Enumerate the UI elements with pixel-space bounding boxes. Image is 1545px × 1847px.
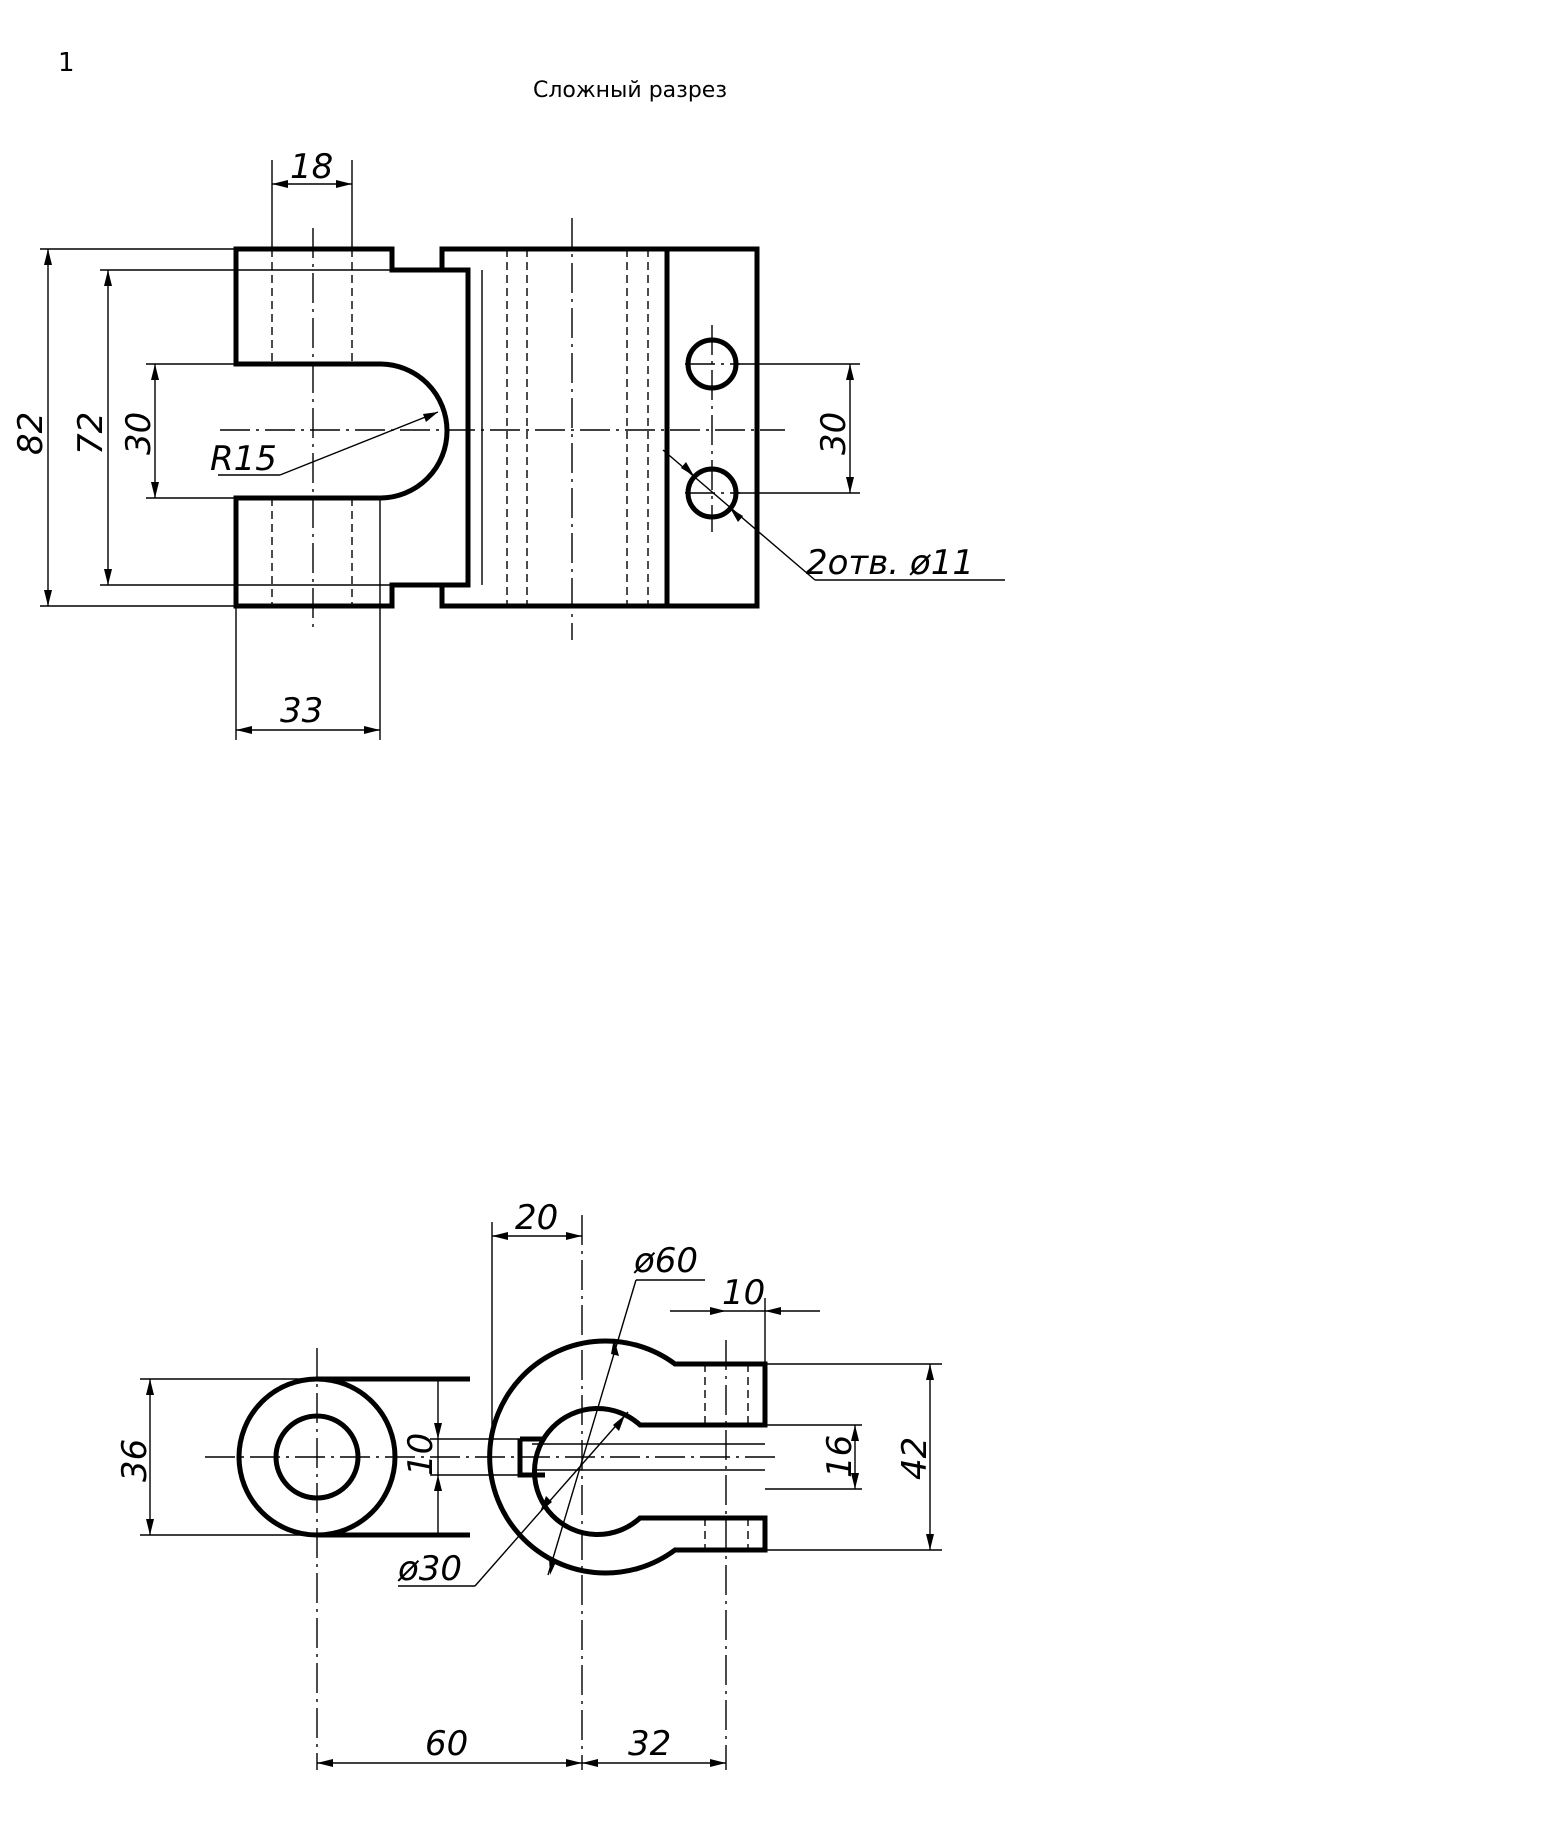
dim-30h-text: 30 — [814, 412, 854, 455]
page-title: Сложный разрез — [532, 78, 728, 103]
dim-10t-text: 10 — [722, 1273, 765, 1313]
page-number: 1 — [58, 48, 75, 78]
dim-82-text: 82 — [11, 412, 51, 455]
right-body-outline — [439, 246, 760, 609]
dim-72-text: 72 — [71, 412, 111, 455]
dim-10k-arrow-b — [434, 1475, 442, 1491]
dim-30d-text: ø30 — [397, 1549, 462, 1589]
dim-60d-line — [547, 1279, 637, 1576]
left-fork-outline — [233, 246, 471, 609]
dim-36-text: 36 — [115, 1439, 155, 1482]
dim-36-arrow-b — [146, 1519, 154, 1535]
dim-10t-arrow-l — [710, 1307, 726, 1315]
dim-18-text: 18 — [290, 147, 333, 187]
dim-60-text: 60 — [425, 1724, 468, 1764]
dim-33-arrow-r — [364, 726, 380, 734]
dim-30s-arrow-b — [151, 482, 159, 498]
dim-32-arrow-l — [582, 1759, 598, 1767]
dim-18-arrow-r — [336, 180, 352, 188]
dim-30d-arrow-2 — [613, 1415, 625, 1431]
dim-30s-arrow-t — [151, 364, 159, 380]
dim-72-arrow-b — [104, 569, 112, 585]
dim-82-arrow-b — [44, 590, 52, 606]
dim-82-arrow-t — [44, 249, 52, 265]
dim-33-text: 33 — [280, 691, 323, 731]
dim-60-arrow-r — [566, 1759, 582, 1767]
dim-42-arrow-t — [926, 1364, 934, 1380]
dim-16-arrow-b — [851, 1473, 859, 1489]
dim-72-arrow-t — [104, 270, 112, 286]
r15-arrow — [423, 412, 438, 422]
dim-33-arrow-l — [236, 726, 252, 734]
dim-30h-arrow-b — [846, 477, 854, 493]
dim-10k-arrow-t — [434, 1423, 442, 1439]
dim-20-text: 20 — [515, 1198, 558, 1238]
dim-30s-text: 30 — [119, 412, 159, 455]
dim-60d-text: ø60 — [633, 1241, 698, 1281]
dim-20-arrow-l — [492, 1232, 508, 1240]
top-view: 18 82 72 30 R15 30 — [11, 147, 1005, 740]
dim-10k-text: 10 — [401, 1433, 441, 1476]
dim-16-arrow-t — [851, 1425, 859, 1441]
dim-42-arrow-b — [926, 1534, 934, 1550]
dim-30d-line — [474, 1411, 629, 1587]
big-ring-outline — [487, 1338, 768, 1576]
holes-arrow-1 — [681, 462, 694, 476]
dim-10t-arrow-r — [765, 1307, 781, 1315]
front-view: 20 ø60 10 36 10 16 — [115, 1198, 942, 1770]
r15-leader — [279, 411, 439, 476]
dim-18-arrow-l — [272, 180, 288, 188]
dim-30h-arrow-t — [846, 364, 854, 380]
holes-arrow-2 — [730, 508, 743, 522]
dim-16-text: 16 — [820, 1435, 860, 1478]
dim-32-text: 32 — [628, 1724, 671, 1764]
dim-20-arrow-r — [566, 1232, 582, 1240]
dim-60-arrow-l — [317, 1759, 333, 1767]
r15-text: R15 — [210, 439, 277, 479]
holes-note-text: 2отв. ø11 — [806, 543, 974, 583]
dim-36-arrow-t — [146, 1379, 154, 1395]
dim-42-text: 42 — [895, 1437, 935, 1480]
dim-60d-arrow-t — [611, 1338, 619, 1356]
dim-30d-arrow-1 — [540, 1496, 552, 1512]
dim-32-arrow-r — [710, 1759, 726, 1767]
dim-60d-arrow-b — [549, 1558, 557, 1575]
